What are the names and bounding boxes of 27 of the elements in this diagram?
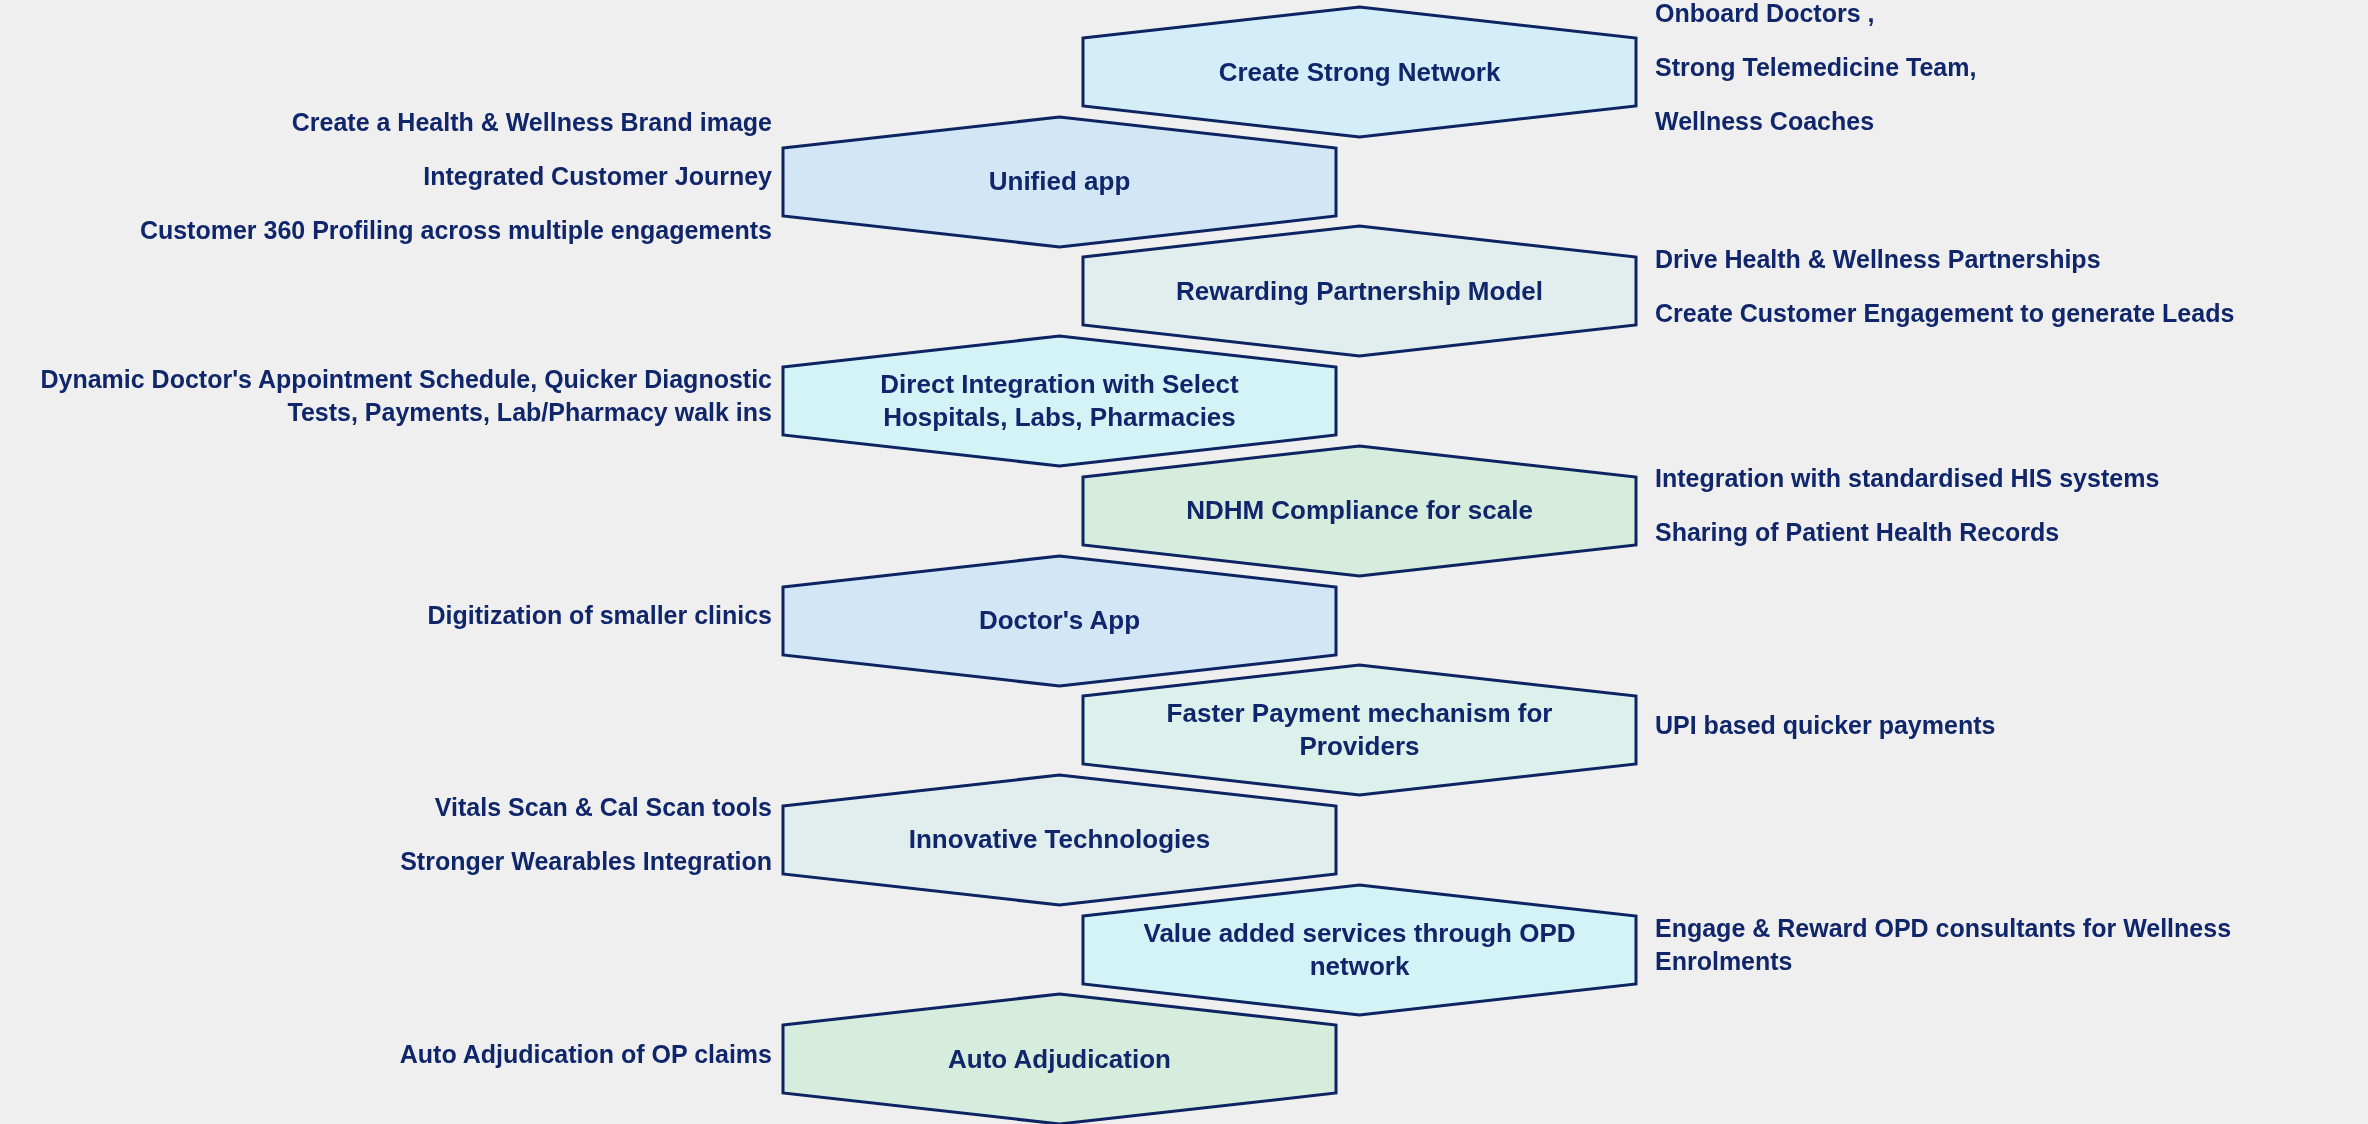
side-note: Vitals Scan & Cal Scan tools [434,792,772,824]
side-note: Create a Health & Wellness Brand image [291,107,772,139]
step-title: NDHM Compliance for scale [1186,494,1533,528]
side-note: UPI based quicker payments [1655,709,1996,741]
step-title: Direct Integration with Select Hospitals, Labs, Pharmacies [879,368,1240,435]
step-title: Create Strong Network [1218,55,1501,89]
side-note: Integrated Customer Journey [423,161,772,193]
step-title: Unified app [988,165,1131,199]
side-note: Integration with standardised HIS systems [1655,463,2160,495]
side-note: Stronger Wearables Integration [400,846,772,878]
step-title: Rewarding Partnership Model [1176,274,1543,308]
step-title: Value added services through OPD network [1142,916,1577,983]
side-note: Drive Health & Wellness Partnerships [1655,243,2101,275]
side-note: Wellness Coaches [1655,105,1875,137]
step-title: Doctor's App [978,604,1141,637]
step-title: Auto Adjudication [948,1042,1171,1076]
side-note: Dynamic Doctor's Appointment Schedule, Quicker Diagnostic Tests, Payments, Lab/Pharmacy walk ins [39,364,772,429]
side-note: Digitization of smaller clinics [427,600,772,631]
side-note: Onboard Doctors , [1655,0,1875,29]
side-note: Customer 360 Profiling across multiple engagements [139,215,772,247]
side-note: Strong Telemedicine Team, [1655,51,1977,83]
side-note: Sharing of Patient Health Records [1655,517,2060,549]
step-title: Faster Payment mechanism for Providers [1165,697,1554,764]
side-note: Engage & Reward OPD consultants for Wellness Enrolments [1655,912,2233,977]
step-title: Innovative Technologies [908,823,1211,857]
side-note: Auto Adjudication of OP claims [399,1038,772,1070]
side-note: Create Customer Engagement to generate Leads [1655,297,2235,329]
